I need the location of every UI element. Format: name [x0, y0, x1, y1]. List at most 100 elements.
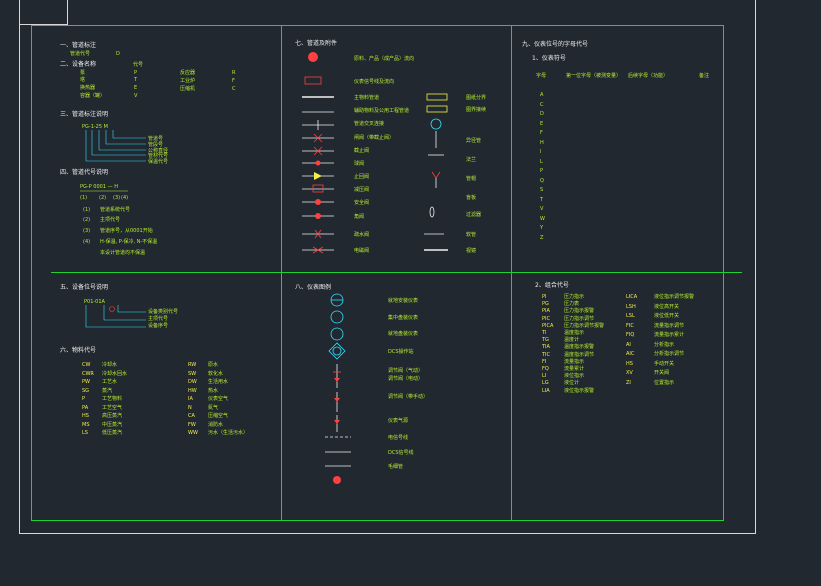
- letter-code: A: [540, 92, 544, 98]
- letter-code: S: [540, 187, 544, 193]
- instrument-label: DCS操作站: [388, 349, 414, 355]
- pipe-symbol-label: 截止阀: [354, 148, 370, 154]
- s2-left-3: 容器（罐）: [80, 93, 106, 99]
- material-code: LS: [82, 430, 88, 436]
- s3-label-0: 管道号: [148, 136, 164, 142]
- combo-text: 手动开关: [654, 360, 675, 367]
- s4-line-2-n: (3): [83, 228, 91, 234]
- combo-code: PIA: [542, 308, 550, 315]
- s2-right-0: 反应器: [180, 70, 196, 76]
- material-name: 压缩空气: [208, 413, 229, 419]
- material-name: 软化水: [208, 370, 224, 377]
- instrument-label: 集中盘装仪表: [388, 315, 419, 321]
- pipe-symbol-label: 图纸分界: [466, 95, 487, 101]
- material-code: SG: [82, 387, 90, 394]
- combo-text: 分析指示调节: [654, 351, 685, 357]
- letter-code: W: [540, 215, 545, 222]
- s9-h1: 第一位字母（被测变量）: [566, 73, 622, 79]
- s9-h3: 备注: [699, 73, 710, 79]
- s3-title: 三、管道标注说明: [60, 111, 109, 118]
- material-name: 中压蒸汽: [102, 421, 123, 428]
- letter-code: Y: [540, 225, 544, 231]
- combo-code: TIA: [542, 344, 550, 351]
- combo-text: 流量指示累计: [654, 332, 685, 338]
- s2-left-0: 泵: [80, 70, 86, 76]
- s2-left-1: 塔: [80, 77, 86, 83]
- combo-text: 温度指示调节: [564, 351, 595, 358]
- pipe-symbol-label: 闸阀（带截止阀）: [354, 135, 395, 141]
- s5-title: 五、设备位号说明: [60, 284, 109, 291]
- material-code: HW: [188, 387, 197, 394]
- instrument-label: 调节阀（电动）: [388, 376, 424, 382]
- combo-text: 液位指示报警: [564, 387, 595, 394]
- s2-right-1-code: F: [232, 78, 235, 84]
- combo-text: 压力指示调节报警: [564, 322, 605, 329]
- material-code: P: [82, 396, 86, 402]
- material-code: HS: [82, 413, 89, 419]
- s6-title: 六、物料代号: [60, 347, 97, 354]
- letter-code: H: [540, 139, 544, 146]
- s8-symbols: [325, 293, 351, 484]
- s2-right-0-code: R: [232, 70, 236, 76]
- pipe-symbol-label: 过滤器: [466, 212, 482, 218]
- s3-label-3: 管材代号: [148, 153, 169, 159]
- s1-title: 一、管道标注: [60, 42, 97, 49]
- s7-title: 七、管道及附件: [295, 40, 338, 47]
- s3-label-4: 保温代号: [148, 159, 169, 165]
- s7-top-a: 原料、产品（成产品）流向: [354, 56, 415, 62]
- s10-title: 2、组合代号: [535, 282, 569, 289]
- s2-left-2: 换热器: [80, 85, 96, 91]
- combo-text: 分析指示: [654, 341, 675, 348]
- pipe-symbol-label: 辅助物料及公用工程管道: [354, 108, 410, 114]
- s1-label: 管道代号: [70, 51, 91, 57]
- pipe-symbol-label: 角阀: [354, 214, 365, 220]
- material-name: 工艺物料: [102, 396, 123, 402]
- s9-h0: 字母: [536, 73, 547, 79]
- material-name: 原水: [208, 362, 219, 368]
- s2-right-2: 压缩机: [180, 86, 196, 92]
- material-code: PW: [82, 379, 90, 385]
- s5-label-1: 主项代号: [148, 316, 169, 322]
- instrument-label: 调节阀（气动）: [388, 368, 424, 374]
- material-code: CA: [188, 413, 195, 419]
- letter-code: Q: [540, 177, 544, 184]
- material-name: 氮气: [208, 404, 219, 411]
- s2-right-1: 工业炉: [180, 78, 196, 84]
- combo-code: AI: [626, 341, 631, 348]
- letter-code: L: [540, 158, 543, 165]
- material-code: CW: [82, 362, 91, 368]
- s3-label-2: 公称直径: [148, 148, 169, 154]
- instrument-label: 仪表气源: [388, 418, 409, 424]
- s4-line-0: 管道系统代号: [100, 207, 131, 213]
- material-code: FW: [188, 421, 196, 428]
- s7-symbols: [302, 52, 448, 254]
- s4-line-1: 主项代号: [100, 217, 121, 223]
- material-name: 污水（生活污水）: [208, 430, 249, 436]
- instrument-label: 电信号线: [388, 435, 409, 441]
- instrument-label: 调节阀（带手动）: [388, 394, 429, 400]
- pipe-symbol-label: 盲板: [466, 195, 477, 201]
- combo-code: TI: [542, 330, 547, 336]
- combo-text: 液位低开关: [654, 313, 680, 319]
- s2-title: 二、设备名称: [60, 61, 97, 68]
- divider-h1: [51, 272, 742, 273]
- s4-mark-0: (1): [80, 195, 88, 201]
- material-code: DW: [188, 379, 197, 385]
- combo-code: ZI: [626, 379, 631, 386]
- combo-code: LSH: [626, 303, 636, 310]
- s4-mark-1: (2): [99, 195, 107, 201]
- combo-text: 流量累计: [564, 366, 585, 372]
- combo-text: 温度计: [564, 337, 580, 344]
- s4-mark-3: (4): [121, 195, 129, 201]
- combo-code: PI: [542, 294, 547, 300]
- pipe-symbol-label: 管帽: [466, 176, 477, 182]
- combo-text: 温度指示: [564, 330, 585, 336]
- letter-code: V: [540, 206, 544, 212]
- letter-code: F: [540, 130, 543, 136]
- letter-code: C: [540, 101, 544, 108]
- material-code: CWR: [82, 370, 94, 377]
- combo-text: 压力指示报警: [564, 308, 595, 315]
- s3-leaders: [85, 130, 146, 162]
- material-name: 高压蒸汽: [102, 413, 123, 419]
